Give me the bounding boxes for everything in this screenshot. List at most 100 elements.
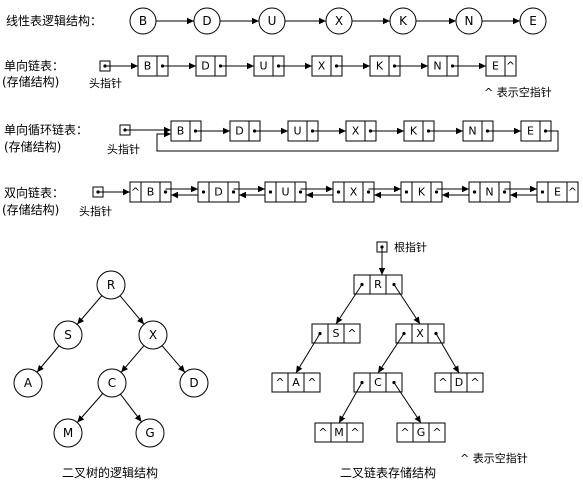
tree-storage-node-label: X xyxy=(416,327,424,340)
tree-right-cell xyxy=(466,372,484,393)
tree-storage-node-label: C xyxy=(374,376,382,389)
doubly-list-sublabel: (存储结构) xyxy=(2,202,59,217)
tree-edge-arrow xyxy=(161,345,186,373)
doubly-node-label: U xyxy=(281,186,289,199)
tree-edge-arrow xyxy=(120,345,145,373)
null-pointer-mark: ^ xyxy=(432,426,441,439)
singly-node-label: B xyxy=(144,60,152,73)
singly-node-label: N xyxy=(433,60,441,73)
circular-node-label: D xyxy=(235,125,243,138)
tree-child-pointer-arrow xyxy=(295,333,321,374)
tree-node-label: D xyxy=(189,376,198,390)
circular-node-label: N xyxy=(468,125,476,138)
pointer-dot xyxy=(268,190,273,194)
logical-node-circle xyxy=(519,7,547,35)
pointer-dot xyxy=(336,190,341,194)
tree-node-label: C xyxy=(108,376,116,390)
pointer-dot xyxy=(404,190,409,194)
tree-node-circle xyxy=(53,320,83,350)
tree-node-circle xyxy=(53,418,83,448)
tree-right-cell xyxy=(346,422,364,443)
tree-right-cell xyxy=(303,372,321,393)
doubly-node-label: D xyxy=(214,186,222,199)
tree-edge-arrow xyxy=(76,295,103,325)
doubly-list-label: 双向链表： xyxy=(4,185,64,200)
tree-node-circle xyxy=(97,368,127,398)
null-pointer-mark: ^ xyxy=(347,327,356,340)
singly-node-label: E xyxy=(492,60,499,73)
null-pointer-mark: ^ xyxy=(307,376,316,389)
singly-node-label: U xyxy=(259,60,267,73)
tree-child-pointer-arrow xyxy=(338,382,363,424)
tree-storage-caption: 二叉链表存储结构 xyxy=(340,465,436,480)
logical-node-circle xyxy=(193,7,221,35)
logical-node-circle xyxy=(129,7,157,35)
pointer-dot xyxy=(502,190,507,194)
doubly-node-label: E xyxy=(554,186,561,199)
logical-node-circle xyxy=(258,7,286,35)
pointer-dot xyxy=(472,190,477,194)
tree-storage-node-label: R xyxy=(374,278,382,291)
singly-list-label: 单向链表： xyxy=(4,58,64,73)
tree-node-label: S xyxy=(64,328,72,342)
pointer-dot xyxy=(298,190,303,194)
tree-storage-node-label: D xyxy=(455,376,463,389)
circular-node-label: U xyxy=(293,125,301,138)
tree-storage-node-label: S xyxy=(333,327,340,340)
tree-node-circle xyxy=(138,320,168,350)
pointer-dot xyxy=(201,190,206,194)
logical-structure-label: 线性表逻辑结构： xyxy=(6,13,102,28)
circular-node-label: B xyxy=(177,125,185,138)
tree-right-cell xyxy=(428,422,446,443)
pointer-dot xyxy=(163,190,168,194)
null-pointer-mark: ^ xyxy=(400,426,409,439)
null-pointer-mark: ^ xyxy=(350,426,359,439)
logical-node-label: E xyxy=(529,14,537,28)
doubly-node-label: X xyxy=(350,186,358,199)
tree-child-pointer-arrow xyxy=(393,382,422,424)
null-pointer-mark: ^ xyxy=(131,186,140,199)
circular-node-label: X xyxy=(352,125,360,138)
logical-node-label: K xyxy=(399,14,408,28)
tree-right-cell xyxy=(343,323,361,344)
doubly-head-label: 头指针 xyxy=(79,204,112,218)
singly-node-label: K xyxy=(376,60,384,73)
singly-head-label: 头指针 xyxy=(89,76,122,90)
circular-head-label: 头指针 xyxy=(107,142,140,156)
logical-node-circle xyxy=(325,7,353,35)
tree-node-circle xyxy=(135,418,165,448)
singly-list-sublabel: (存储结构) xyxy=(2,74,59,89)
circular-return-arrow xyxy=(156,130,559,152)
tree-child-pointer-arrow xyxy=(377,333,405,374)
tree-node-circle xyxy=(96,270,126,300)
tree-edge-arrow xyxy=(36,345,60,373)
circular-list-label: 单向循环链表： xyxy=(4,122,88,137)
tree-node-label: X xyxy=(149,328,157,342)
circular-node-label: K xyxy=(410,125,418,138)
singly-node-label: D xyxy=(201,60,209,73)
doubly-node-label: N xyxy=(485,186,493,199)
tree-node-circle xyxy=(179,368,209,398)
logical-node-label: B xyxy=(139,14,147,28)
logical-node-label: U xyxy=(268,14,277,28)
tree-node-label: G xyxy=(145,426,154,440)
singly-node-label: X xyxy=(318,60,326,73)
logical-node-label: X xyxy=(335,14,343,28)
tree-node-circle xyxy=(13,368,43,398)
node-next-cell xyxy=(504,55,517,77)
tree-child-pointer-arrow xyxy=(435,333,460,374)
tree-logic-caption: 二叉树的逻辑结构 xyxy=(62,465,158,480)
pointer-dot xyxy=(366,190,371,194)
tree-node-label: R xyxy=(107,278,115,292)
pointer-dot xyxy=(231,190,236,194)
tree-child-pointer-arrow xyxy=(335,284,363,325)
circular-node-label: E xyxy=(527,125,534,138)
null-pointer-mark: ^ xyxy=(568,186,577,199)
